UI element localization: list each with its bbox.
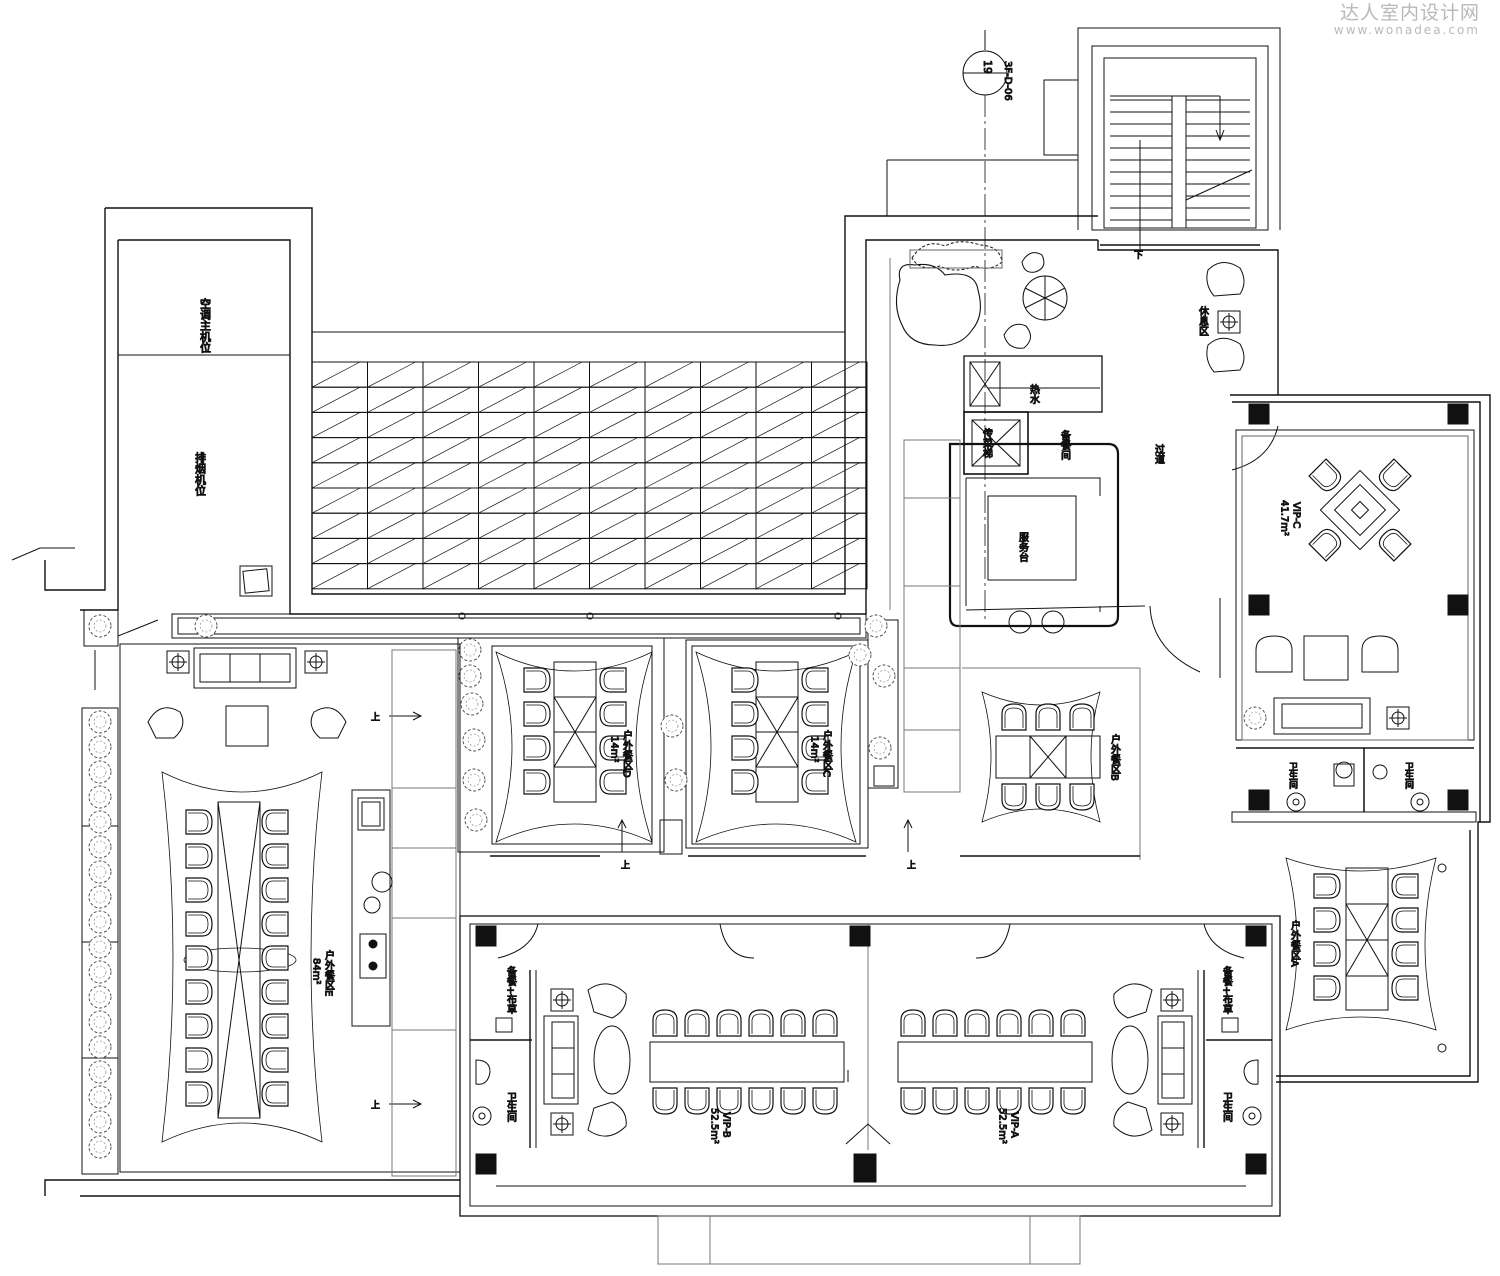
label-up-3: 上 [369, 712, 380, 721]
dining-b [981, 691, 1101, 823]
outer-walls [44, 207, 1491, 1197]
label-dining-d-name: 户外餐区D [621, 729, 633, 778]
planter-trees-left [88, 710, 112, 1159]
section-sheet: 3F-D-06 [1002, 61, 1013, 101]
label-toilet-a: 卫生间 [1221, 1092, 1233, 1123]
label-toilet-b: 卫生间 [505, 1092, 517, 1123]
garden [895, 241, 1068, 349]
label-pantry: 备餐间 [1059, 429, 1071, 461]
mech-area [11, 354, 290, 597]
label-hot-water: 热水 [1028, 383, 1040, 404]
label-vip-a-name: VIP-A [1009, 1112, 1020, 1138]
label-toilet-vip-c-1: 卫生间 [1287, 762, 1298, 790]
vip-ab-chairs [652, 1009, 1086, 1115]
vip-c-room [1231, 403, 1477, 823]
dining-d-c [457, 619, 1140, 857]
dining-e [81, 609, 461, 1177]
dining-e-chairs [185, 809, 289, 1107]
vip-ab-rooms [459, 915, 1281, 1265]
label-dining-c-area: 14m² [809, 736, 820, 762]
label-up-2: 上 [905, 860, 916, 869]
label-dumbwaiter: 传菜梯 [981, 428, 993, 459]
label-dining-d-area: 14m² [609, 736, 620, 762]
label-dining-b: 户外餐区B [1109, 733, 1121, 781]
label-prep-linen-b: 备餐+布草 [505, 965, 517, 1015]
label-exhaust-host: 排烟机位 [194, 451, 207, 496]
label-up-1: 上 [619, 860, 630, 869]
label-corridor: 过道 [1153, 443, 1165, 464]
label-toilet-vip-c-2: 卫生间 [1403, 762, 1414, 790]
label-vip-b-name: VIP-B [721, 1112, 732, 1138]
label-up-4: 上 [369, 1100, 380, 1109]
label-dining-e-name: 户外餐区E [323, 949, 335, 997]
corridor [889, 258, 1279, 860]
label-stair-down: 下 [1134, 251, 1143, 261]
lounge-furniture [1206, 262, 1245, 373]
section-marker [962, 30, 1008, 620]
roof-grid [311, 331, 868, 595]
section-number: 19 [981, 60, 994, 74]
label-dining-e-area: 84m² [311, 958, 322, 984]
label-dining-c-name: 户外餐区C [821, 729, 833, 777]
watermark-url: www.wonadea.com [1333, 22, 1480, 37]
label-prep-linen-a: 备餐+布草 [1221, 965, 1233, 1015]
watermark-name: 达人室内设计网 [1339, 2, 1480, 24]
dining-a-chairs [1313, 873, 1419, 1001]
label-lounge: 休息区 [1197, 306, 1209, 336]
label-vip-c-area: 41.7m² [1279, 500, 1290, 536]
label-service-desk: 服务台 [1017, 532, 1029, 563]
stair-core [886, 27, 1281, 250]
planter-strip [171, 612, 867, 639]
watermark: 达人室内设计网 www.wonadea.com [1334, 3, 1480, 37]
label-vip-b-area: 52.5m² [709, 1108, 720, 1144]
label-ac-host: 空调主机位 [199, 297, 212, 353]
label-vip-a-area: 52.5m² [997, 1108, 1008, 1144]
label-vip-c-name: VIP-C [1291, 502, 1302, 528]
label-dining-a: 户外餐区A [1289, 919, 1301, 967]
service-core [948, 355, 1146, 634]
dining-a [1285, 857, 1447, 1053]
